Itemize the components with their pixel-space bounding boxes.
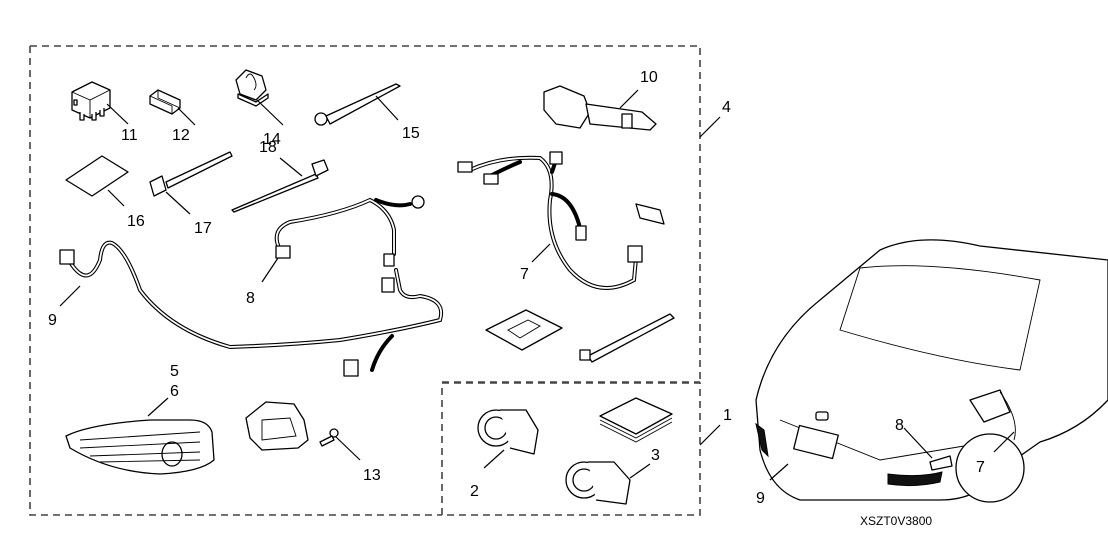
instructions-part[interactable]: [599, 397, 673, 443]
callout-13: 13: [363, 467, 381, 484]
leader-1: [699, 424, 721, 446]
callout-2: 2: [470, 483, 479, 500]
callout-8: 8: [246, 290, 255, 307]
callout-17: 17: [194, 220, 212, 237]
combination-switch-part[interactable]: [543, 85, 657, 131]
callout-14: 14: [263, 131, 281, 148]
clip-part[interactable]: [235, 69, 284, 126]
callout-11: 11: [121, 127, 138, 144]
relay-part[interactable]: [71, 81, 129, 125]
leader-4: [699, 116, 721, 138]
fog-light-right-part[interactable]: [565, 461, 651, 505]
vehicle-illustration: [755, 239, 1108, 503]
callout-7: 7: [520, 266, 529, 283]
screw-part[interactable]: [319, 428, 361, 461]
vehicle-callout-8: 8: [895, 417, 904, 434]
callout-5: 5: [170, 363, 179, 380]
cable-tie-a-part[interactable]: [149, 151, 233, 215]
callout-1: 1: [723, 407, 732, 424]
harness-switch-part[interactable]: [457, 151, 675, 363]
fog-light-kit-outline: [441, 382, 701, 516]
label-part[interactable]: [65, 155, 129, 207]
fuse-holder-part[interactable]: [149, 89, 196, 126]
callout-18: 18: [259, 139, 277, 156]
callout-4: 4: [722, 99, 731, 116]
cable-tie-clip-part[interactable]: [314, 83, 401, 126]
garnish-part[interactable]: [65, 397, 215, 475]
harness-sub-part[interactable]: [261, 195, 425, 283]
vehicle-callout-9: 9: [756, 490, 765, 507]
callout-10: 10: [640, 69, 658, 86]
bracket-part[interactable]: [245, 401, 309, 451]
callout-16: 16: [127, 213, 145, 230]
fog-light-left-part[interactable]: [477, 409, 539, 469]
callout-3: 3: [651, 447, 660, 464]
callout-15: 15: [402, 125, 420, 142]
callout-9: 9: [48, 312, 57, 329]
attachment-kit-outline: [29, 45, 701, 516]
cable-tie-b-part[interactable]: [231, 157, 329, 213]
callout-12: 12: [172, 127, 190, 144]
image-code: XSZT0V3800: [860, 514, 932, 528]
harness-main-part[interactable]: [59, 240, 443, 377]
callout-6: 6: [170, 383, 179, 400]
vehicle-callout-7: 7: [976, 459, 985, 476]
